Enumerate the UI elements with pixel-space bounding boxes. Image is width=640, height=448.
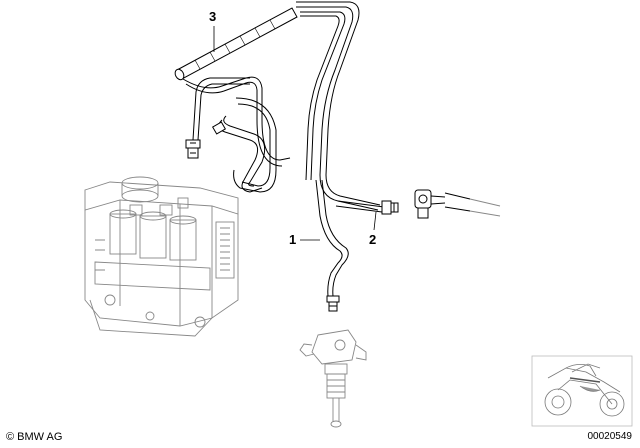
callout-3[interactable]: 3 (209, 9, 217, 24)
brake-line-1[interactable] (315, 179, 349, 312)
diagram-number: 00020549 (587, 431, 633, 442)
abs-modulator-ghost (84, 176, 239, 337)
motorcycle-thumbnail (531, 355, 633, 427)
master-cylinder-ghost (299, 329, 367, 428)
callout-1[interactable]: 1 (289, 232, 297, 247)
callout-leaders (213, 26, 377, 241)
leader-2 (373, 211, 377, 231)
brake-line-2[interactable] (335, 200, 399, 215)
brake-line-upper-bundle[interactable] (182, 1, 381, 211)
callout-2[interactable]: 2 (369, 232, 377, 247)
protective-sleeve[interactable] (173, 7, 298, 81)
sensor-cable-ghost (469, 198, 501, 217)
sensor-fitting[interactable] (414, 189, 471, 219)
copyright-text: © BMW AG (6, 431, 63, 443)
